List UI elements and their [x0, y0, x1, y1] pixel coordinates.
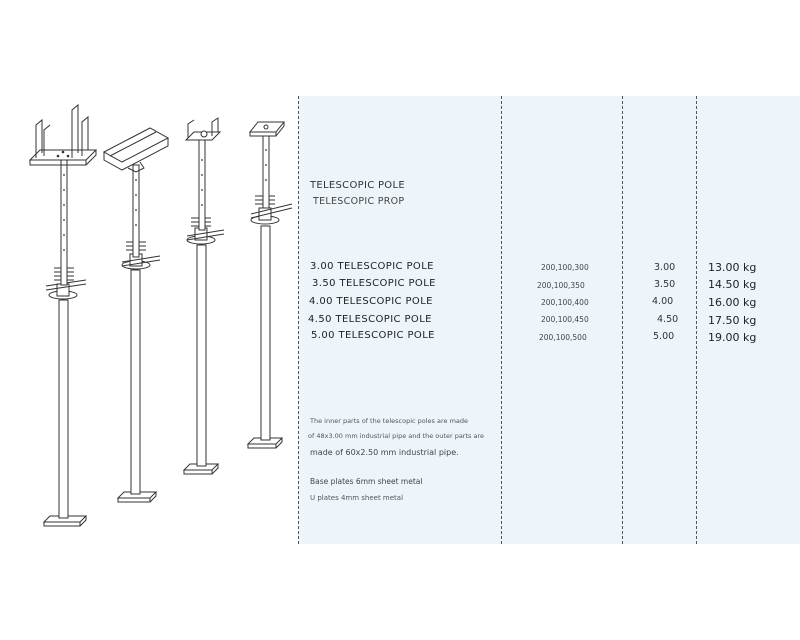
fork-head-prop-icon	[182, 117, 225, 475]
product-weight: 16.00 kg	[708, 296, 757, 309]
product-length: 3.50	[654, 279, 676, 290]
product-length: 4.00	[652, 296, 674, 307]
base-plate-note: Base plates 6mm sheet metal	[310, 477, 423, 486]
note-line: made of 60x2.50 mm industrial pipe.	[310, 448, 459, 457]
beam-head-prop-icon	[102, 127, 170, 503]
product-code: 200,100,500	[539, 333, 587, 342]
product-code: 200,100,400	[541, 298, 589, 307]
prop-illustrations	[28, 103, 293, 527]
u-plate-note: U plates 4mm sheet metal	[310, 494, 404, 502]
section-subtitle: TELESCOPIC PROP	[313, 196, 405, 207]
product-name: 5.00 TELESCOPIC POLE	[311, 330, 435, 341]
column-divider	[696, 96, 697, 544]
note-line: of 48x3.00 mm industrial pipe and the ou…	[308, 432, 484, 440]
product-weight: 17.50 kg	[708, 314, 757, 327]
u-head-prop-icon	[28, 103, 98, 527]
product-code: 200,100,300	[541, 263, 589, 272]
product-name: 3.00 TELESCOPIC POLE	[310, 261, 434, 272]
product-weight: 19.00 kg	[708, 331, 757, 344]
product-weight: 14.50 kg	[708, 278, 757, 291]
product-length: 3.00	[654, 262, 676, 273]
note-line: The inner parts of the telescopic poles …	[310, 417, 469, 425]
column-divider	[622, 96, 623, 544]
spec-panel	[298, 96, 800, 544]
column-divider	[298, 96, 299, 544]
section-title: TELESCOPIC POLE	[310, 180, 405, 191]
product-name: 3.50 TELESCOPIC POLE	[312, 278, 436, 289]
product-length: 4.50	[657, 314, 679, 325]
column-divider	[501, 96, 502, 544]
product-length: 5.00	[653, 331, 675, 342]
flat-plate-prop-icon	[246, 121, 293, 449]
product-code: 200,100,450	[541, 315, 589, 324]
product-name: 4.00 TELESCOPIC POLE	[309, 296, 433, 307]
product-code: 200,100,350	[537, 281, 585, 290]
product-name: 4.50 TELESCOPIC POLE	[308, 314, 432, 325]
product-weight: 13.00 kg	[708, 261, 757, 274]
